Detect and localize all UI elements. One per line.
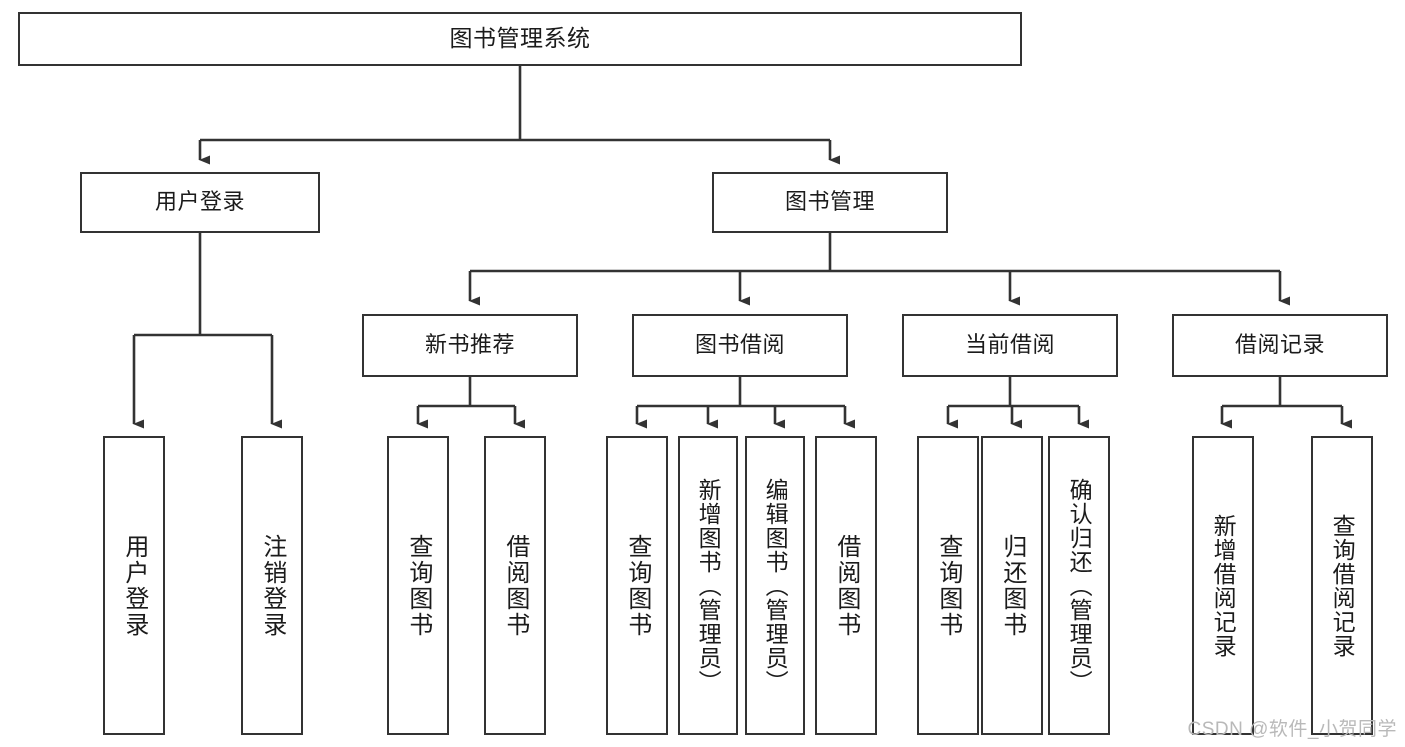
node-label: 图书借阅 xyxy=(694,332,785,358)
node-label: 借阅记录 xyxy=(1234,332,1325,358)
node-borrow-record[interactable]: 借阅记录 xyxy=(1172,314,1388,377)
node-label: 查询借阅记录 xyxy=(1329,513,1356,658)
node-leaf-edit-book-admin[interactable]: 编辑图书（管理员） xyxy=(745,436,805,735)
node-label: 借阅图书 xyxy=(501,533,529,638)
node-label: 图书管理系统 xyxy=(449,25,591,52)
node-label: 注销登录 xyxy=(258,533,286,638)
node-leaf-query-book-1[interactable]: 查询图书 xyxy=(387,436,449,735)
node-current-borrow[interactable]: 当前借阅 xyxy=(902,314,1118,377)
node-leaf-query-borrow-record[interactable]: 查询借阅记录 xyxy=(1311,436,1373,735)
node-book-management[interactable]: 图书管理 xyxy=(712,172,948,233)
node-leaf-confirm-return-admin[interactable]: 确认归还（管理员） xyxy=(1048,436,1110,735)
node-leaf-add-borrow-record[interactable]: 新增借阅记录 xyxy=(1192,436,1254,735)
node-leaf-borrow-book-2[interactable]: 借阅图书 xyxy=(815,436,877,735)
node-leaf-logout-login[interactable]: 注销登录 xyxy=(241,436,303,735)
node-label: 用户登录 xyxy=(120,533,148,638)
node-user-login[interactable]: 用户登录 xyxy=(80,172,320,233)
node-book-management-system[interactable]: 图书管理系统 xyxy=(18,12,1022,66)
node-leaf-query-book-2[interactable]: 查询图书 xyxy=(606,436,668,735)
node-label: 编辑图书（管理员） xyxy=(762,477,789,694)
node-label: 确认归还（管理员） xyxy=(1066,477,1093,694)
node-label: 新书推荐 xyxy=(424,332,515,358)
node-label: 归还图书 xyxy=(998,533,1026,638)
node-new-book-recommend[interactable]: 新书推荐 xyxy=(362,314,578,377)
node-label: 查询图书 xyxy=(404,533,432,638)
node-book-borrow[interactable]: 图书借阅 xyxy=(632,314,848,377)
node-leaf-query-book-3[interactable]: 查询图书 xyxy=(917,436,979,735)
node-leaf-return-book[interactable]: 归还图书 xyxy=(981,436,1043,735)
node-leaf-add-book-admin[interactable]: 新增图书（管理员） xyxy=(678,436,738,735)
node-label: 当前借阅 xyxy=(964,332,1055,358)
node-label: 借阅图书 xyxy=(832,533,860,638)
node-label: 用户登录 xyxy=(154,189,245,215)
node-label: 新增图书（管理员） xyxy=(695,477,722,694)
node-label: 查询图书 xyxy=(623,533,651,638)
node-leaf-borrow-book-1[interactable]: 借阅图书 xyxy=(484,436,546,735)
node-label: 新增借阅记录 xyxy=(1210,513,1237,658)
node-leaf-user-login[interactable]: 用户登录 xyxy=(103,436,165,735)
node-label: 图书管理 xyxy=(784,189,875,215)
node-label: 查询图书 xyxy=(934,533,962,638)
